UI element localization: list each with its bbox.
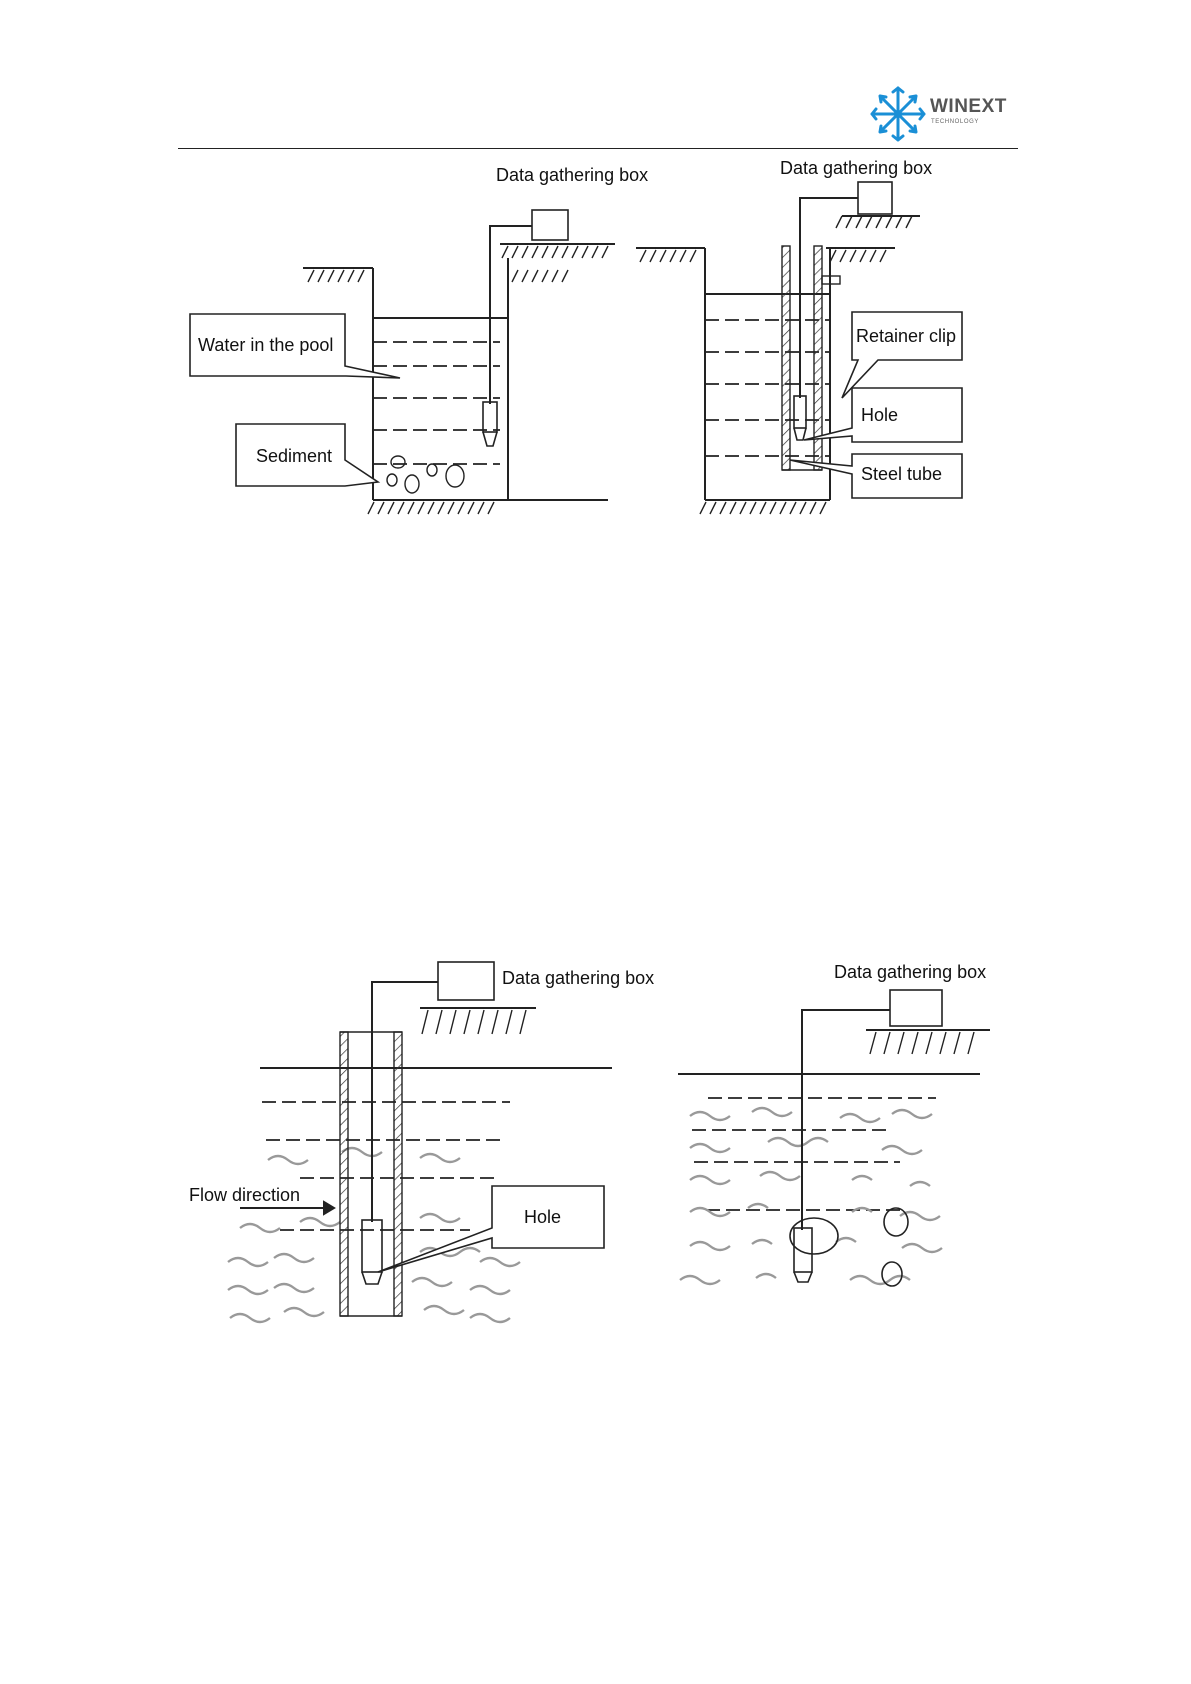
river-probe-diagram bbox=[678, 990, 990, 1286]
fig1-right-box-label: Data gathering box bbox=[780, 159, 932, 177]
fig2-left-flow-label: Flow direction bbox=[189, 1186, 300, 1204]
fig1-left-water-label: Water in the pool bbox=[198, 336, 333, 354]
ground-hatch bbox=[308, 270, 364, 282]
fig1-right-hole-label: Hole bbox=[861, 406, 898, 424]
fig2-left-hole-label: Hole bbox=[524, 1208, 561, 1226]
river-tube-diagram bbox=[228, 962, 612, 1322]
fig1-right-tube-label: Steel tube bbox=[861, 465, 942, 483]
fig1-right-clip-label: Retainer clip bbox=[856, 327, 956, 345]
fig1-left-sediment-label: Sediment bbox=[256, 447, 332, 465]
fig2-left-box-label: Data gathering box bbox=[502, 969, 654, 987]
pool-diagram bbox=[190, 210, 615, 514]
fig2-right-box-label: Data gathering box bbox=[834, 963, 986, 981]
fig1-left-box-label: Data gathering box bbox=[496, 166, 648, 184]
